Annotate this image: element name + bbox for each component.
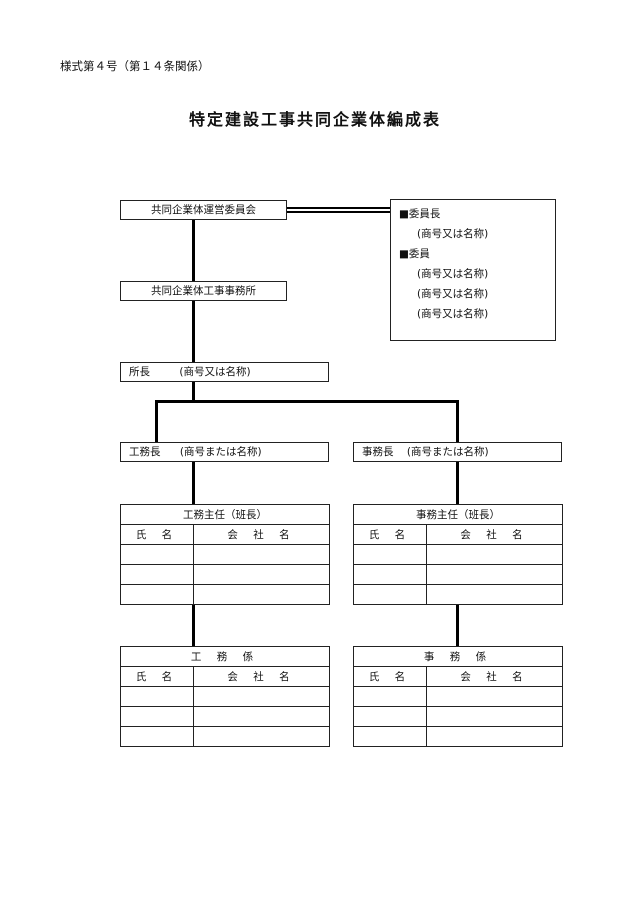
company-cell[interactable]	[426, 564, 563, 585]
company-cell[interactable]	[193, 726, 330, 747]
table-row	[353, 544, 563, 565]
column-header-company: 会 社 名	[426, 666, 563, 687]
member-name: (商号又は名称)	[417, 268, 489, 280]
name-cell[interactable]	[353, 564, 427, 585]
connector-construction-chief-staff	[192, 605, 195, 646]
table-row	[353, 564, 563, 585]
company-cell[interactable]	[193, 544, 330, 565]
connector-committee-members-top	[287, 207, 390, 209]
name-cell[interactable]	[120, 584, 194, 605]
connector-director-branch	[192, 382, 195, 402]
construction-chief-table: 工務主任（班長） 氏 名 会 社 名	[120, 504, 330, 605]
column-header-company: 会 社 名	[426, 524, 563, 545]
company-cell[interactable]	[426, 584, 563, 605]
column-header-company: 会 社 名	[193, 524, 330, 545]
admin-manager-name: (商号または名称)	[406, 446, 489, 458]
connector-branch-right	[456, 400, 459, 442]
office-label: 共同企業体工事事務所	[151, 285, 256, 297]
column-header-name: 氏 名	[120, 524, 194, 545]
company-cell[interactable]	[426, 686, 563, 707]
table-row	[120, 706, 330, 727]
table-title: 事務主任（班長）	[353, 504, 563, 525]
office-box: 共同企業体工事事務所	[120, 281, 287, 301]
table-title: 事 務 係	[353, 646, 563, 667]
admin-staff-table: 事 務 係 氏 名 会 社 名	[353, 646, 563, 747]
construction-manager-box: 工務長 (商号または名称)	[120, 442, 329, 462]
name-cell[interactable]	[120, 706, 194, 727]
connector-branch-left	[155, 400, 158, 442]
table-row	[120, 564, 330, 585]
member-label: ■委員	[399, 248, 430, 260]
chair-label: ■委員長	[399, 208, 441, 220]
connector-office-director	[192, 301, 195, 362]
construction-manager-name: (商号または名称)	[179, 446, 262, 458]
name-cell[interactable]	[353, 706, 427, 727]
form-number: 様式第４号（第１４条関係）	[60, 59, 210, 73]
chair-name: (商号又は名称)	[417, 228, 489, 240]
table-title: 工務主任（班長）	[120, 504, 330, 525]
name-cell[interactable]	[353, 544, 427, 565]
member-name: (商号又は名称)	[417, 308, 489, 320]
admin-manager-box: 事務長 (商号または名称)	[353, 442, 562, 462]
table-title: 工 務 係	[120, 646, 330, 667]
name-cell[interactable]	[353, 726, 427, 747]
connector-construction-manager-chief	[192, 462, 195, 504]
table-row	[353, 706, 563, 727]
director-name: (商号又は名称)	[179, 366, 251, 378]
connector-branch-horizontal	[155, 400, 459, 403]
name-cell[interactable]	[353, 686, 427, 707]
company-cell[interactable]	[426, 544, 563, 565]
name-cell[interactable]	[120, 544, 194, 565]
name-cell[interactable]	[120, 564, 194, 585]
connector-admin-chief-staff	[456, 605, 459, 646]
construction-manager-label: 工務長	[129, 446, 161, 458]
name-cell[interactable]	[353, 584, 427, 605]
company-cell[interactable]	[193, 564, 330, 585]
table-row	[120, 584, 330, 605]
column-header-name: 氏 名	[353, 524, 427, 545]
connector-committee-members-bottom	[287, 211, 390, 213]
company-cell[interactable]	[193, 686, 330, 707]
member-name: (商号又は名称)	[417, 288, 489, 300]
company-cell[interactable]	[193, 584, 330, 605]
director-label: 所長	[129, 366, 150, 378]
column-header-company: 会 社 名	[193, 666, 330, 687]
construction-staff-table: 工 務 係 氏 名 会 社 名	[120, 646, 330, 747]
table-row	[120, 726, 330, 747]
column-header-name: 氏 名	[120, 666, 194, 687]
members-box: ■委員長 (商号又は名称) ■委員 (商号又は名称) (商号又は名称) (商号又…	[390, 199, 556, 341]
table-row	[120, 544, 330, 565]
company-cell[interactable]	[193, 706, 330, 727]
committee-box: 共同企業体運営委員会	[120, 200, 287, 220]
name-cell[interactable]	[120, 686, 194, 707]
admin-manager-label: 事務長	[362, 446, 394, 458]
connector-admin-manager-chief	[456, 462, 459, 504]
table-row	[120, 686, 330, 707]
document-title: 特定建設工事共同企業体編成表	[188, 110, 441, 129]
table-row	[353, 686, 563, 707]
admin-chief-table: 事務主任（班長） 氏 名 会 社 名	[353, 504, 563, 605]
company-cell[interactable]	[426, 726, 563, 747]
column-header-name: 氏 名	[353, 666, 427, 687]
company-cell[interactable]	[426, 706, 563, 727]
table-row	[353, 726, 563, 747]
table-row	[353, 584, 563, 605]
name-cell[interactable]	[120, 726, 194, 747]
committee-label: 共同企業体運営委員会	[151, 204, 256, 216]
director-box: 所長 (商号又は名称)	[120, 362, 329, 382]
connector-committee-office	[192, 219, 195, 281]
